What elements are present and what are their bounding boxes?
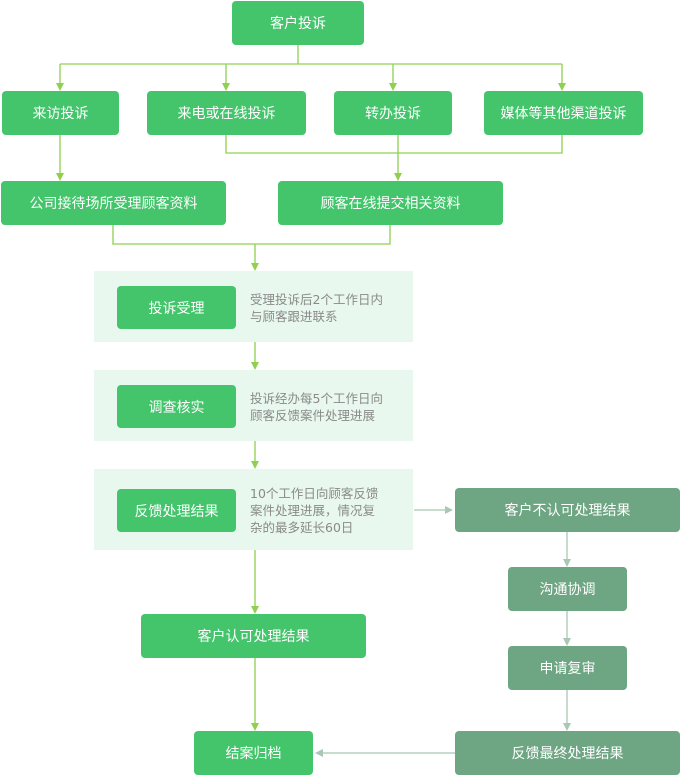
node-communicate: 沟通协调 xyxy=(508,567,627,611)
desc-feedback: 10个工作日向顾客反馈 案件处理进展，情况复 杂的最多延长60日 xyxy=(250,486,379,535)
node-investigate-verify: 调查核实 xyxy=(117,385,236,428)
node-customer-submits-online: 顾客在线提交相关资料 xyxy=(278,181,503,225)
desc-accept: 受理投诉后2个工作日内 与顾客跟进联系 xyxy=(250,292,383,324)
node-feedback-result: 反馈处理结果 xyxy=(117,489,236,532)
node-media-other-complaint: 媒体等其他渠道投诉 xyxy=(484,91,643,135)
node-customer-rejects: 客户不认可处理结果 xyxy=(455,488,680,532)
node-customer-accepts: 客户认可处理结果 xyxy=(141,614,366,658)
node-apply-review: 申请复审 xyxy=(508,646,627,690)
node-feedback-final: 反馈最终处理结果 xyxy=(455,731,680,775)
node-customer-complaint: 客户投诉 xyxy=(232,1,364,45)
node-transferred-complaint: 转办投诉 xyxy=(334,91,452,135)
node-reception-accepts: 公司接待场所受理顾客资料 xyxy=(1,181,226,225)
node-close-archive: 结案归档 xyxy=(194,731,313,775)
node-accept-complaint: 投诉受理 xyxy=(117,286,236,329)
line-channels-join xyxy=(225,135,563,154)
node-visit-complaint: 来访投诉 xyxy=(2,91,119,135)
desc-investigate: 投诉经办每5个工作日向 顾客反馈案件处理进展 xyxy=(250,391,383,423)
line-merge xyxy=(112,225,391,245)
node-phone-online-complaint: 来电或在线投诉 xyxy=(147,91,306,135)
